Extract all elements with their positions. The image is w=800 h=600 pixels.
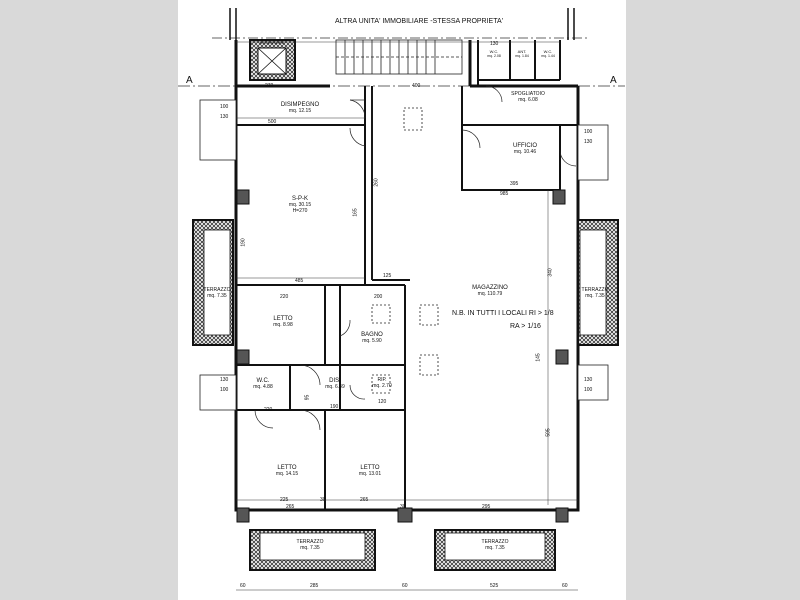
room-wc2: W.C.mq. 1.44 (541, 49, 555, 58)
win-dim-h-1: 130 (220, 114, 229, 120)
dim-mid-4: 395 (510, 181, 519, 187)
terraces (192, 219, 619, 571)
dimension-lines (236, 41, 578, 591)
room-ant: ANT.mq. 1.84 (515, 49, 529, 58)
note-line-1: N.B. IN TUTTI I LOCALI RI > 1/8 (452, 310, 554, 317)
win-dim-h-2: 130 (584, 139, 593, 145)
dim-mid-3: 125 (383, 273, 392, 279)
win-dim-h-3: 100 (220, 387, 229, 393)
neighbor-label: ALTRA UNITA' IMMOBILIARE -STESSA PROPRIE… (335, 18, 503, 25)
win-dim-h-4: 100 (584, 387, 593, 393)
dim-vertical-2: 165 (352, 208, 359, 217)
win-dim-w-4: 130 (584, 377, 593, 383)
win-dim-w-2: 100 (584, 129, 593, 135)
section-mark-left: A (186, 75, 193, 86)
dim-bottom-inner-5: 295 (482, 504, 491, 510)
dim-bottom-inner-3: 265 (360, 497, 369, 503)
dim-bottom-4: 525 (490, 583, 499, 589)
dim-inner-2: 200 (374, 294, 383, 300)
neighbor-band (212, 8, 590, 40)
dim-mid-5: 985 (500, 191, 509, 197)
room-wc3: W.C.mq. 4.88 (253, 378, 273, 390)
dim-bottom-2: 285 (310, 583, 319, 589)
dim-vertical-7: 95 (304, 394, 311, 401)
dim-bottom-1: 60 (240, 583, 246, 589)
dim-mid-2: 485 (295, 278, 304, 284)
dim-bottom-inner-6: 265 (286, 504, 295, 510)
room-rip: RIP.mq. 2.70 (372, 377, 392, 389)
dim-bottom-5: 60 (562, 583, 568, 589)
note-line-2: RA > 1/16 (510, 323, 541, 330)
dim-vertical-5: 145 (535, 353, 542, 362)
dim-bottom-inner-1: 225 (280, 497, 289, 503)
room-wc1: W.C.mq. 2.08 (487, 49, 501, 58)
dim-vertical-1: 260 (373, 178, 380, 187)
dim-inner-5: 120 (378, 399, 387, 405)
dim-top-3: 130 (490, 41, 499, 47)
skylights (371, 107, 439, 394)
dim-inner-4: 190 (330, 404, 339, 410)
staircase (335, 39, 463, 75)
dim-bottom-3: 60 (402, 583, 408, 589)
section-mark-right: A (610, 75, 617, 86)
dim-vertical-3: 190 (240, 238, 247, 247)
win-dim-w-1: 100 (220, 104, 229, 110)
elevator-shaft (249, 39, 296, 81)
dim-top-2: 400 (412, 83, 421, 89)
columns (236, 189, 569, 523)
room-dis: DIS.mq. 6.49 (325, 378, 345, 390)
dim-mid-1: 500 (268, 119, 277, 125)
dim-bottom-inner-4: 30 (400, 504, 406, 510)
dim-inner-1: 220 (280, 294, 289, 300)
side-windows (199, 99, 609, 411)
win-dim-w-3: 130 (220, 377, 229, 383)
dim-inner-3: 220 (264, 407, 273, 413)
dim-vertical-4: 340 (547, 268, 554, 277)
dim-vertical-6: 595 (545, 428, 552, 437)
room-ascensore: ASCENSORE (259, 40, 285, 45)
dim-top-1: 270 (265, 83, 274, 89)
door-swings (254, 85, 577, 431)
dim-bottom-inner-2: 30 (320, 497, 326, 503)
